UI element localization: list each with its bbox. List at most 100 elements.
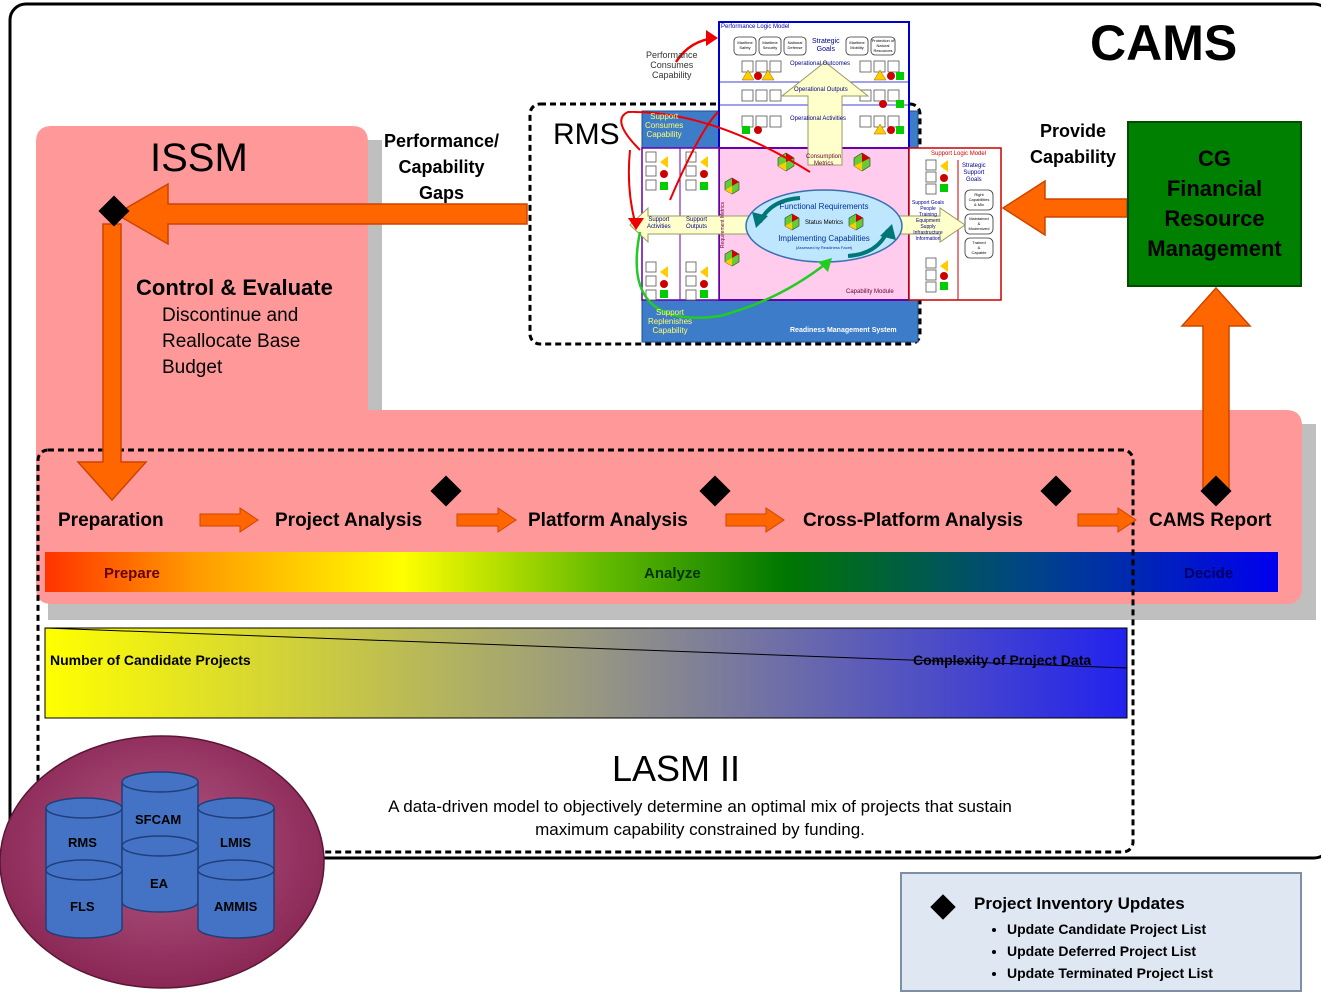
issm-shape [36,126,1302,604]
support-replenishes-1: Support [656,308,685,317]
support-goals-title: Strategic Support Goals [962,163,986,184]
cams-frame [8,2,1321,860]
phase-analyze: Analyze [644,565,701,582]
step-cross-platform-analysis: Cross-Platform Analysis [803,510,1023,531]
triangle-candidates [44,627,1128,719]
db-sfcam-label: SFCAM [135,812,182,827]
support-goal-cell-1-line-3: & Mix [974,202,984,207]
support-replenishes-3: Capability [652,326,688,335]
legend-title: Project Inventory Updates [974,894,1185,913]
perf-cell-1: Maritime Safety [737,40,753,50]
diamond-icon [930,894,956,920]
support-goal-cell-2-line-2: & [977,221,981,226]
support-goal-cell-2: Maintained&Modernized [965,216,993,231]
support-goal-cell-1-line-2: Capabilities [968,197,990,202]
gaps-label: Performance/ Capability Gaps [384,128,499,206]
support-replenishes-label: Support Replenishes Capability [648,308,692,335]
support-activities-label: Support Activities [647,217,671,231]
step-preparation: Preparation [58,510,164,531]
down-arrow [76,223,148,502]
support-goals-list-6: Infrastructure [913,230,943,236]
support-goal-cell-3-line-3: Capable [971,250,987,255]
candidate-projects-label: Number of Candidate Projects [50,652,251,668]
phase-prepare: Prepare [104,565,160,582]
step-project-analysis: Project Analysis [275,510,423,531]
lasm-description: A data-driven model to objectively deter… [388,797,1012,839]
cg-line-4: Management [1147,236,1282,261]
readiness-system-label: Readiness Management System [790,327,897,334]
support-outputs-1: Support [686,217,708,223]
status-metrics-label: Status Metrics [804,220,843,226]
consumption-metrics-label: Consumption Metrics [806,154,841,168]
gaps-line-1: Performance/ [384,131,500,151]
control-line-3: Budget [162,357,223,378]
perf-cell-4: Maritime Mobility [849,40,865,50]
support-replenishes-2: Replenishes [648,317,693,326]
support-goals-list: Support Goals People Training Equipment … [912,200,944,242]
support-goals-list-2: People [920,206,936,212]
support-consumes-label: Support Consumes Capability [645,112,683,139]
support-goals-list-1: Support Goals [912,200,944,206]
db-rms-label: RMS [68,835,97,850]
perf-consumes-label: Performance Consumes Capability [646,50,698,80]
rms-small-boxes [645,60,937,301]
db-ea-label: EA [150,876,169,891]
lasm-title: LASM II [612,748,741,789]
strategic-goals-label: Strategic Goals [812,38,840,54]
perf-cell-5: Protection of Natural Resources [871,38,895,53]
lasm-dashed-box [36,448,1135,854]
db-ammis-label: AMMIS [214,899,258,914]
support-consumes-1: Support [650,112,679,121]
perf-logic-model-label: Performance Logic Model [721,24,790,30]
support-goals-list-4: Equipment [916,218,940,224]
perf-cell-3: National Defense [787,40,803,50]
control-line-2: Reallocate Base [162,331,301,352]
support-goal-cell-2-line-3: Modernized [968,226,990,231]
support-outputs-2: Outputs [686,224,708,230]
perf-consumes-1: Performance [646,50,698,60]
support-goal-cell-2-line-1: Maintained [969,216,989,221]
provide-arrow [1001,179,1128,237]
perf-consumes-2: Consumes [650,60,694,70]
gaps-arrow [114,182,528,246]
perf-cell-2: Maritime Security [762,40,778,50]
step-arrows [199,507,1137,533]
support-goals-list-7: Information [915,236,941,242]
implementing-capabilities-label: Implementing Capabilities [778,234,870,243]
support-activities-1: Support [648,217,670,223]
support-consumes-2: Consumes [645,121,684,130]
support-goals-title-1: Strategic [962,163,986,169]
capability-module-label: Capability Module [846,289,894,295]
operational-outcomes-label: Operational Outcomes [790,61,851,67]
support-consumes-3: Capability [646,130,682,139]
requirement-metrics-label: Requirement Metrics [720,201,727,249]
cg-line-1: CG [1198,146,1231,171]
issm-title: ISSM [150,136,248,180]
provide-capability-label: Provide Capability [1030,118,1116,170]
control-evaluate-title: Control & Evaluate [136,275,333,300]
functional-requirements-label: Functional Requirements [779,202,869,211]
gaps-line-2: Capability [398,157,485,177]
cg-financial-resource-management-box: CG Financial Resource Management [1127,121,1302,287]
support-goals-list-3: Training [919,212,937,218]
operational-activities-label: Operational Activities [790,116,847,122]
legend-item: Update Candidate Project List [1007,918,1213,940]
legend-item: Update Terminated Project List [1007,962,1213,984]
complexity-label: Complexity of Project Data [913,652,1092,668]
step-platform-analysis: Platform Analysis [528,510,688,531]
phase-bar [45,552,1278,592]
legend-box: Project Inventory Updates Update Candida… [900,872,1302,992]
support-outputs-label: Support Outputs [686,217,707,231]
cg-line-3: Resource [1164,206,1265,231]
support-activities-2: Activities [647,224,671,230]
rms-title: RMS [553,118,620,151]
cg-line-2: Financial [1166,176,1263,201]
status-dots [660,69,948,298]
consumption-metrics-1: Consumption [806,154,842,160]
step-cams-report: CAMS Report [1149,510,1272,531]
gaps-line-3: Gaps [419,183,465,203]
process-diamonds [98,195,1232,507]
consumption-metrics-2: Metrics [814,161,834,167]
